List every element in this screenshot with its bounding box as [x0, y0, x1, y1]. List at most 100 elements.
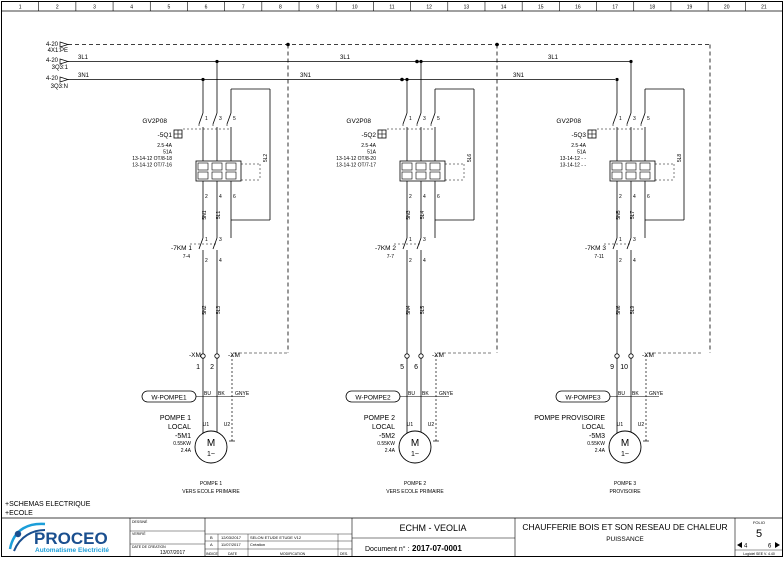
junction-dot [615, 77, 619, 82]
wire [430, 112, 436, 125]
terminal-block-label: -XM [228, 352, 240, 359]
breaker-spec: 51A [577, 150, 587, 156]
junction-dot [215, 59, 219, 64]
breaker-spec: 2.5-4A [571, 143, 586, 149]
pole-number: 4 [633, 258, 636, 264]
grid-column-number: 2 [56, 5, 59, 11]
junction-dot [405, 77, 409, 82]
pole-number: 1 [619, 116, 622, 122]
grid-column-number: 8 [279, 5, 282, 11]
wire [626, 112, 632, 125]
winding-label: U1 [617, 422, 624, 428]
bus-label: 3N1 [513, 73, 525, 79]
terminal-block-label: -XM [642, 352, 654, 359]
pole-number: 6 [233, 194, 236, 200]
pole-number: 3 [423, 237, 426, 243]
project-title: CHAUFFERIE BOIS ET SON RESEAU DE CHALEUR [522, 522, 727, 532]
core-color-label: BU [618, 391, 625, 397]
grid-column-number: 12 [426, 5, 432, 11]
terminal-number: 6 [414, 364, 418, 371]
magnetic-element-icon [639, 171, 651, 180]
motor-title: POMPE 1 [160, 415, 191, 422]
arrow-icon [59, 76, 70, 83]
supply-ref: 4-20 [46, 58, 59, 64]
pole-number: 2 [619, 258, 622, 264]
motor-phase: 1~ [621, 451, 629, 458]
wire-label: 5L3 [216, 306, 222, 315]
field-label: DATE DE CREATION [132, 545, 166, 549]
cable-name: W-POMPE2 [355, 395, 391, 402]
thermal-element-icon [225, 162, 237, 171]
magnetic-element-icon [611, 171, 623, 180]
winding-label: U2 [224, 422, 231, 428]
thermal-element-icon [625, 162, 637, 171]
pole-number: 3 [423, 116, 426, 122]
terminal-block-label: -XM [189, 352, 201, 359]
field-label: VERIFIÉ [132, 531, 146, 536]
contactor-ref: -7KM 2 [375, 245, 396, 252]
creation-date: 13/07/2017 [160, 550, 185, 556]
magnetic-element-icon [625, 171, 637, 180]
wire [612, 237, 618, 250]
rev-header: INDICE [206, 552, 219, 556]
winding-label: U1 [203, 422, 210, 428]
folio-prev[interactable]: 4 [744, 544, 748, 550]
wire-label: 5L6 [467, 154, 473, 163]
rev-modification: Création [250, 542, 265, 547]
next-page-icon[interactable] [775, 542, 780, 548]
wire [640, 112, 646, 125]
grid-column-number: 6 [205, 5, 208, 11]
pole-number: 4 [423, 194, 426, 200]
cable-tag: W-POMPE1 [141, 390, 197, 403]
grid-column-number: 5 [167, 5, 170, 11]
prev-page-icon[interactable] [737, 542, 742, 548]
rev-index: B [210, 535, 213, 540]
motor-power: 0.55KW [173, 441, 191, 447]
wire-label: 5N1 [202, 210, 208, 219]
terminal-number: 1 [196, 364, 200, 371]
pole-number: 2 [409, 194, 412, 200]
thermal-relay [609, 160, 656, 182]
breaker-spec: 13-14-12 OT/8-20 [336, 156, 376, 162]
breaker-spec: 13-14-12 - - [560, 163, 586, 169]
magnetic-element-icon [415, 171, 427, 180]
magnetic-element-icon [429, 171, 441, 180]
client-name: ECHM - VEOLIA [399, 523, 466, 533]
motor-phase: 1~ [207, 451, 215, 458]
pole-number: 5 [233, 116, 236, 122]
grid-column-number: 4 [130, 5, 133, 11]
terminal-block-label: -XM [432, 352, 444, 359]
motor-location: LOCAL [582, 424, 605, 431]
destination-label: PROVISOIRE [609, 489, 641, 495]
pole-number: 2 [205, 258, 208, 264]
terminal-icon [614, 353, 620, 359]
folio-next[interactable]: 6 [768, 544, 772, 550]
grid-column-number: 18 [650, 5, 656, 11]
terminal-icon [200, 353, 206, 359]
pole-number: 6 [647, 194, 650, 200]
grid-column-number: 9 [316, 5, 319, 11]
pole-number: 5 [647, 116, 650, 122]
supply-tag: 3Q3:N [51, 84, 68, 90]
motor-ref: -5M2 [379, 433, 395, 440]
rev-date: 11/07/2017 [221, 542, 241, 547]
terminal-icon [214, 353, 220, 359]
wire [212, 237, 218, 250]
supply-refs: 4-20 4X1:PE 4-20 3Q3:1 4-20 3Q3:N [46, 41, 70, 90]
grid-column-number: 17 [612, 5, 618, 11]
pole-number: 2 [409, 258, 412, 264]
destination-label: VERS ECOLE PRIMAIRE [182, 489, 240, 495]
thermal-relay [399, 160, 446, 182]
terminal-icon [628, 353, 634, 359]
cable-name: W-POMPE3 [565, 395, 601, 402]
pole-number: 4 [219, 194, 222, 200]
wire-label: 5L5 [420, 306, 426, 315]
breaker-type: GV2P08 [556, 118, 581, 125]
wire [626, 237, 632, 250]
motor-title: POMPE 2 [364, 415, 395, 422]
motor-symbol: M [621, 438, 629, 449]
breaker-type: GV2P08 [346, 118, 371, 125]
breaker-ref: -5Q1 [158, 132, 173, 139]
motor-power: 0.55KW [587, 441, 605, 447]
